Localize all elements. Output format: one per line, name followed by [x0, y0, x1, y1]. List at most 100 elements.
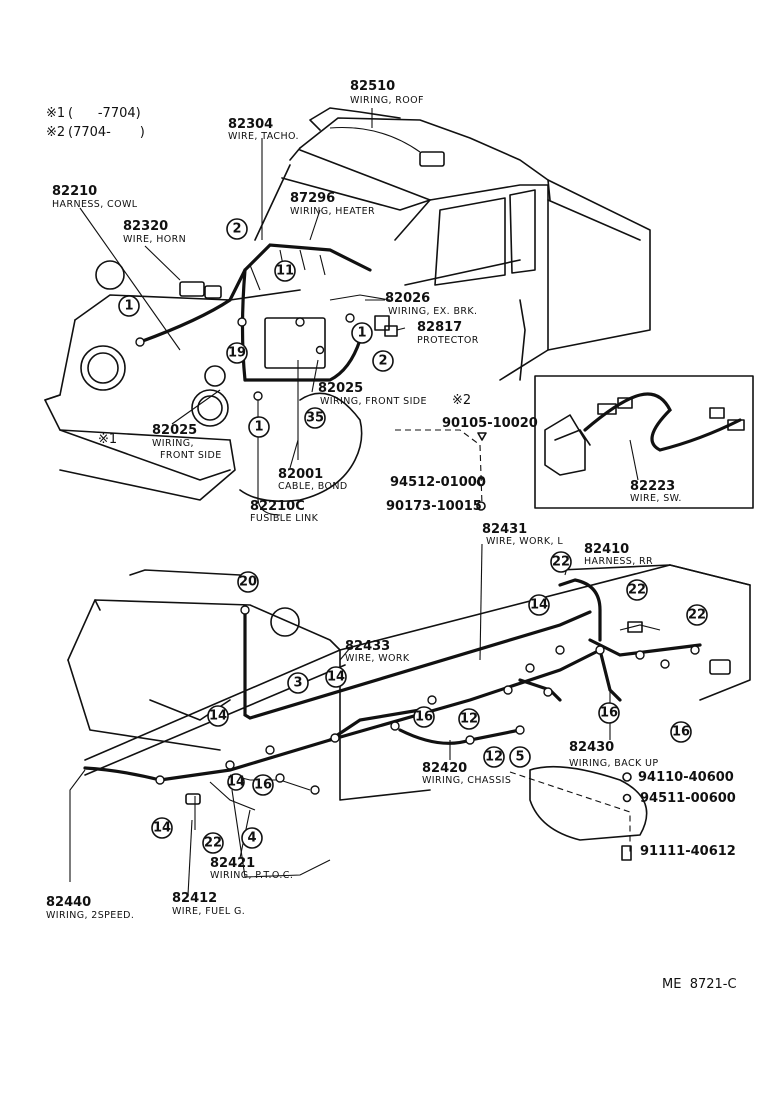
note-1-mark: ※1 — [46, 106, 65, 121]
callout-22b: 22 — [626, 579, 648, 601]
svg-text:14: 14 — [530, 598, 548, 613]
svg-text:20: 20 — [239, 575, 257, 590]
part-82210c-desc: FUSIBLE LINK — [250, 513, 319, 524]
svg-text:1: 1 — [124, 299, 133, 314]
svg-text:16: 16 — [600, 706, 618, 721]
svg-text:1: 1 — [357, 326, 366, 341]
part-82025-a-desc: WIRING, FRONT SIDE — [320, 396, 427, 407]
diagram-code: ME 8721-C — [662, 977, 737, 992]
svg-text:5: 5 — [515, 750, 524, 765]
part-82210-number: 82210 — [52, 184, 97, 199]
part-82410-number: 82410 — [584, 542, 629, 557]
part-82320-number: 82320 — [123, 219, 168, 234]
svg-text:1: 1 — [254, 420, 263, 435]
part-82304-desc: WIRE, TACHO. — [228, 131, 299, 142]
part-labels: 82510 WIRING, ROOF 82304 WIRE, TACHO. 82… — [46, 79, 682, 921]
callout-16a: 16 — [413, 706, 435, 728]
part-82421-desc: WIRING, P.T.O.C. — [210, 870, 293, 881]
callout-20: 20 — [237, 571, 259, 593]
svg-text:16: 16 — [672, 725, 690, 740]
svg-text:4: 4 — [247, 831, 256, 846]
callout-14b: 14 — [325, 666, 347, 688]
part-82510-desc: WIRING, ROOF — [350, 95, 424, 106]
callout-22a: 22 — [550, 551, 572, 573]
svg-text:2: 2 — [378, 354, 387, 369]
part-82430-desc: WIRING, BACK UP — [569, 758, 659, 769]
svg-text:22: 22 — [628, 583, 646, 598]
fastener-labels: 90105-10020 94512-01000 90173-10015 9411… — [386, 416, 736, 861]
callout-2a: 2 — [226, 218, 248, 240]
callout-3: 3 — [287, 672, 309, 694]
note-2-mark: ※2 — [46, 125, 65, 140]
svg-text:12: 12 — [485, 750, 503, 765]
callout-35: 35 — [304, 407, 326, 429]
part-82026-desc: WIRING, EX. BRK. — [388, 306, 477, 317]
notes: ※1 ( -7704) ※2 (7704- ) ※1 ※2 — [46, 106, 471, 447]
callout-2b: 2 — [372, 350, 394, 372]
callout-14a: 14 — [528, 594, 550, 616]
part-82025-a-number: 82025 — [318, 381, 363, 396]
callout-1a: 1 — [118, 295, 140, 317]
callout-22d: 22 — [202, 832, 224, 854]
part-82421-number: 82421 — [210, 856, 255, 871]
inset-wire-sw — [534, 375, 754, 509]
callout-5: 5 — [509, 746, 531, 768]
part-82025-b-desc: WIRING, — [152, 438, 194, 449]
svg-text:12: 12 — [460, 712, 478, 727]
svg-text:11: 11 — [276, 264, 294, 279]
callout-1c: 1 — [248, 416, 270, 438]
svg-text:16: 16 — [415, 710, 433, 725]
callout-14e: 14 — [227, 773, 245, 791]
svg-text:19: 19 — [228, 346, 246, 361]
part-82001-desc: CABLE, BOND — [278, 481, 348, 492]
part-82510-number: 82510 — [350, 79, 395, 94]
part-87296-desc: WIRING, HEATER — [290, 206, 375, 217]
callout-14c: 14 — [207, 705, 229, 727]
part-82431-number: 82431 — [482, 522, 527, 537]
callout-19: 19 — [226, 342, 248, 364]
part-82440-number: 82440 — [46, 895, 91, 910]
part-82420-number: 82420 — [422, 761, 467, 776]
zone-mark-1: ※1 — [98, 432, 117, 447]
svg-text:14: 14 — [209, 709, 227, 724]
fastener-94512-01000: 94512-01000 — [390, 475, 486, 490]
part-82304-number: 82304 — [228, 117, 273, 132]
part-82440-desc: WIRING, 2SPEED. — [46, 910, 134, 921]
leader-lines — [69, 108, 639, 896]
part-82412-desc: WIRE, FUEL G. — [172, 906, 245, 917]
svg-text:14: 14 — [327, 670, 345, 685]
callout-22c: 22 — [686, 604, 708, 626]
fastener-94511-00600: 94511-00600 — [640, 791, 736, 806]
note-1-range: ( -7704) — [68, 106, 141, 121]
part-82430-number: 82430 — [569, 740, 614, 755]
part-82410-desc: HARNESS, RR — [584, 556, 653, 567]
part-82320-desc: WIRE, HORN — [123, 234, 186, 245]
fastener-91111-40612: 91111-40612 — [640, 844, 736, 859]
cab-drawing — [44, 107, 651, 516]
svg-text:22: 22 — [552, 555, 570, 570]
part-82223-desc: WIRE, SW. — [630, 493, 682, 504]
callout-16b: 16 — [598, 702, 620, 724]
callout-1b: 1 — [351, 322, 373, 344]
callout-4: 4 — [241, 827, 263, 849]
svg-text:14: 14 — [227, 775, 245, 790]
callout-11: 11 — [274, 260, 296, 282]
callout-16c: 16 — [670, 721, 692, 743]
part-82420-desc: WIRING, CHASSIS — [422, 775, 511, 786]
zone-mark-2: ※2 — [452, 393, 471, 408]
svg-text:35: 35 — [306, 411, 324, 426]
part-82433-number: 82433 — [345, 639, 390, 654]
chassis-drawing — [67, 564, 751, 841]
part-82433-desc: WIRE, WORK — [345, 653, 410, 664]
part-82210c-number: 82210C — [250, 499, 305, 514]
part-82817-desc: PROTECTOR — [417, 335, 479, 346]
part-82026-number: 82026 — [385, 291, 430, 306]
part-82412-number: 82412 — [172, 891, 217, 906]
note-2-range: (7704- ) — [68, 125, 145, 140]
svg-text:2: 2 — [232, 222, 241, 237]
callout-16d: 16 — [252, 774, 274, 796]
callout-14d: 14 — [151, 817, 173, 839]
callout-12b: 12 — [483, 746, 505, 768]
fastener-94110-40600: 94110-40600 — [638, 770, 734, 785]
